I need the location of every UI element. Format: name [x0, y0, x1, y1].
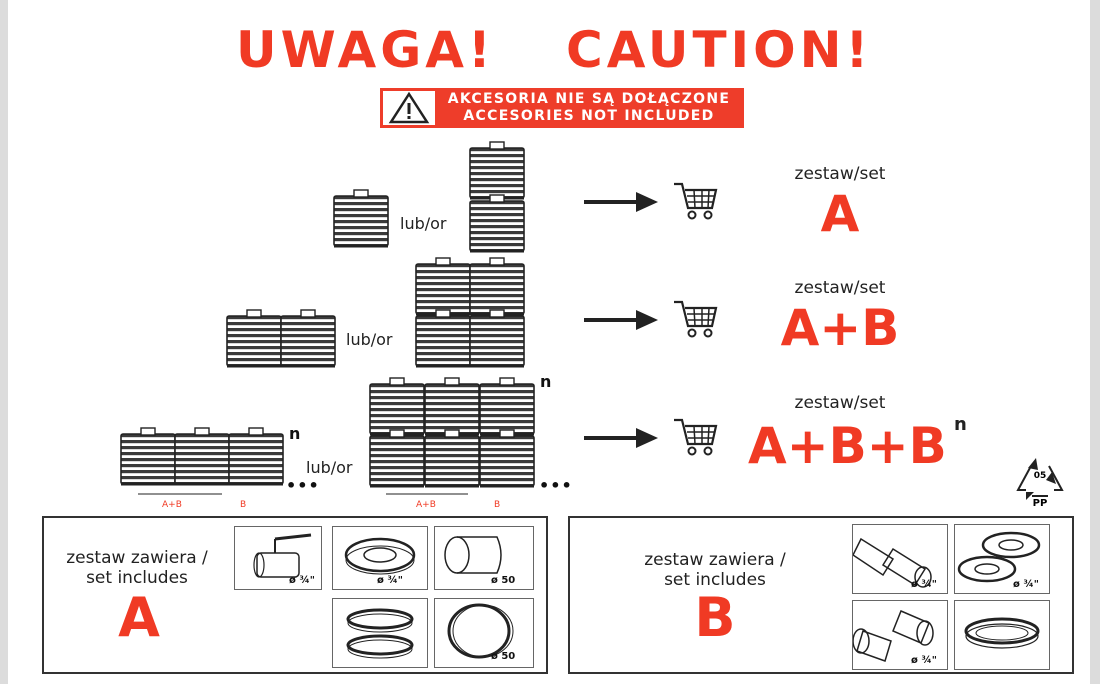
ball-valve-icon [253, 533, 312, 578]
set-abbn-name: A+B+B [748, 417, 947, 475]
recycling-material: PP [1032, 498, 1048, 509]
set-word: zestaw/set [794, 164, 886, 184]
set-a-letter: A [118, 586, 160, 649]
arrow-right-icon [584, 310, 658, 330]
set-b-includes-box: zestaw zawiera / set includes B ø ¾" ø ¾… [568, 516, 1074, 674]
pipe-nipples-part: ø ¾" [852, 600, 948, 670]
tank-label-b: B [240, 500, 247, 510]
instruction-sheet: UWAGA! CAUTION! AKCESORIA NIE SĄ DOŁĄCZO… [8, 0, 1090, 684]
tank-label-b: B [494, 500, 501, 510]
tanks-grid-n [368, 376, 536, 495]
n-mark: n [289, 424, 301, 443]
rubber-seal-ring-part [954, 600, 1050, 670]
or-label: lub/or [346, 330, 393, 349]
warning-text-pl: AKCESORIA NIE SĄ DOŁĄCZONE [447, 91, 731, 107]
cylinder-cap-icon [444, 536, 502, 574]
tank-label-ab: A+B [416, 500, 436, 510]
flange-pair-icon [957, 531, 1041, 583]
tank-label-ab: A+B [162, 500, 182, 510]
ball-valve-part: ø ¾" [234, 526, 322, 590]
includes-label-line1: zestaw zawiera / [644, 550, 786, 570]
set-a-name: A [820, 185, 860, 243]
tank-single [332, 188, 390, 248]
arrow-right-icon [584, 192, 658, 212]
tanks-row-n [119, 426, 285, 495]
round-cap-icon [447, 603, 514, 659]
flange-gasket-part: ø ¾" [332, 526, 428, 590]
tank-illustrations [119, 140, 1064, 500]
includes-label-line1: zestaw zawiera / [66, 548, 208, 568]
rubber-seal-ring-icon [964, 617, 1040, 649]
warning-text-en: ACCESORIES NOT INCLUDED [463, 108, 715, 124]
n-mark: n [540, 372, 552, 391]
set-abbn-superscript: n [954, 414, 967, 435]
includes-label-line2: set includes [664, 570, 766, 590]
part-dimension: ø 50 [491, 575, 516, 586]
shopping-cart-icon [674, 300, 718, 338]
accessories-warning-banner: AKCESORIA NIE SĄ DOŁĄCZONE ACCESORIES NO… [380, 88, 744, 128]
flange-gasket-icon [344, 537, 416, 575]
part-dimension: ø ¾" [1013, 579, 1039, 590]
warning-icon [383, 91, 435, 125]
tanks-two-by-two [414, 256, 526, 368]
heading-caution: CAUTION! [566, 21, 873, 79]
or-label: lub/or [400, 214, 447, 233]
tanks-side-by-side [225, 308, 337, 368]
part-dimension: ø ¾" [377, 575, 403, 586]
part-dimension: ø ¾" [911, 579, 937, 590]
set-b-letter: B [694, 586, 736, 649]
tank-stacked-two [468, 140, 526, 253]
or-label: lub/or [306, 458, 353, 477]
part-dimension: ø 50 [491, 651, 516, 662]
shopping-cart-icon [674, 182, 718, 220]
recycling-code: 05 [1033, 471, 1047, 481]
set-word: zestaw/set [794, 393, 886, 413]
rubber-seals-part [332, 598, 428, 668]
pipe-connector-icon [852, 537, 932, 588]
recycling-pp-icon [1016, 458, 1064, 500]
pipe-connector-part: ø ¾" [852, 524, 948, 594]
part-dimension: ø ¾" [911, 655, 937, 666]
set-word: zestaw/set [794, 278, 886, 298]
caution-heading: UWAGA! CAUTION! [8, 20, 1100, 80]
set-a-includes-box: zestaw zawiera / set includes A ø ¾" ø ¾… [42, 516, 548, 674]
cylinder-cap-part: ø 50 [434, 526, 534, 590]
pipe-nipples-icon [852, 610, 934, 662]
continuation-dots: ••• [286, 476, 320, 495]
set-ab-name: A+B [780, 299, 900, 357]
round-cap-part: ø 50 [434, 598, 534, 668]
rubber-seals-icon [346, 608, 414, 659]
heading-uwaga: UWAGA! [236, 21, 495, 79]
flange-pair-part: ø ¾" [954, 524, 1050, 594]
part-dimension: ø ¾" [289, 575, 315, 586]
includes-label-line2: set includes [86, 568, 188, 588]
arrow-right-icon [584, 428, 658, 448]
shopping-cart-icon [674, 418, 718, 456]
continuation-dots: ••• [539, 476, 573, 495]
